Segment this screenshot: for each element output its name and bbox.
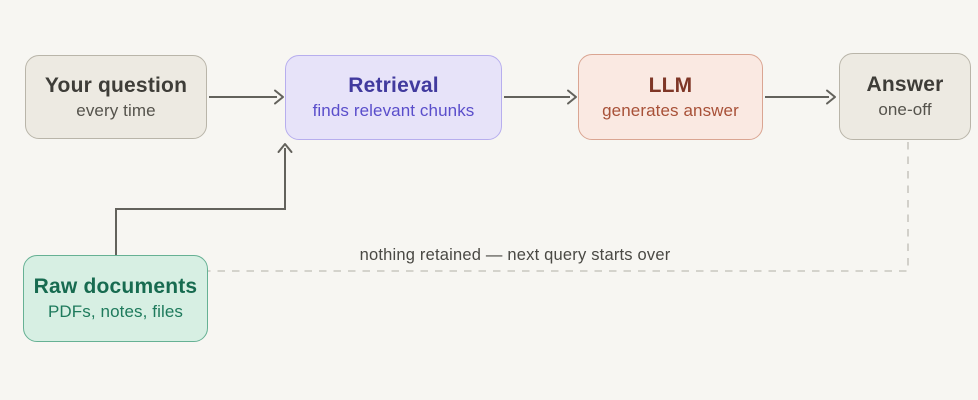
node-raw-documents: Raw documents PDFs, notes, files [23, 255, 208, 342]
node-llm-subtitle: generates answer [602, 100, 739, 120]
node-answer: Answer one-off [839, 53, 971, 140]
arrowhead-llm-to-answer [826, 89, 836, 105]
node-retrieval-title: Retrieval [348, 74, 439, 98]
node-retrieval: Retrieval finds relevant chunks [285, 55, 502, 140]
node-your-question-title: Your question [44, 73, 188, 97]
node-llm: LLM generates answer [578, 54, 763, 140]
arrow-raw-documents-to-retrieval [115, 148, 286, 256]
node-llm-title: LLM [648, 73, 693, 97]
arrowhead-retrieval-to-llm [567, 89, 577, 105]
node-your-question-subtitle: every time [76, 100, 156, 120]
node-answer-subtitle: one-off [878, 100, 932, 120]
node-your-question: Your question every time [25, 55, 207, 139]
node-retrieval-subtitle: finds relevant chunks [312, 101, 475, 121]
arrowhead-question-to-retrieval [274, 89, 284, 105]
node-answer-title: Answer [866, 73, 944, 97]
feedback-edge-label: nothing retained — next query starts ove… [359, 246, 671, 264]
arrowhead-raw-documents-to-retrieval [277, 143, 293, 153]
node-raw-documents-subtitle: PDFs, notes, files [47, 302, 183, 322]
node-raw-documents-title: Raw documents [33, 275, 198, 299]
